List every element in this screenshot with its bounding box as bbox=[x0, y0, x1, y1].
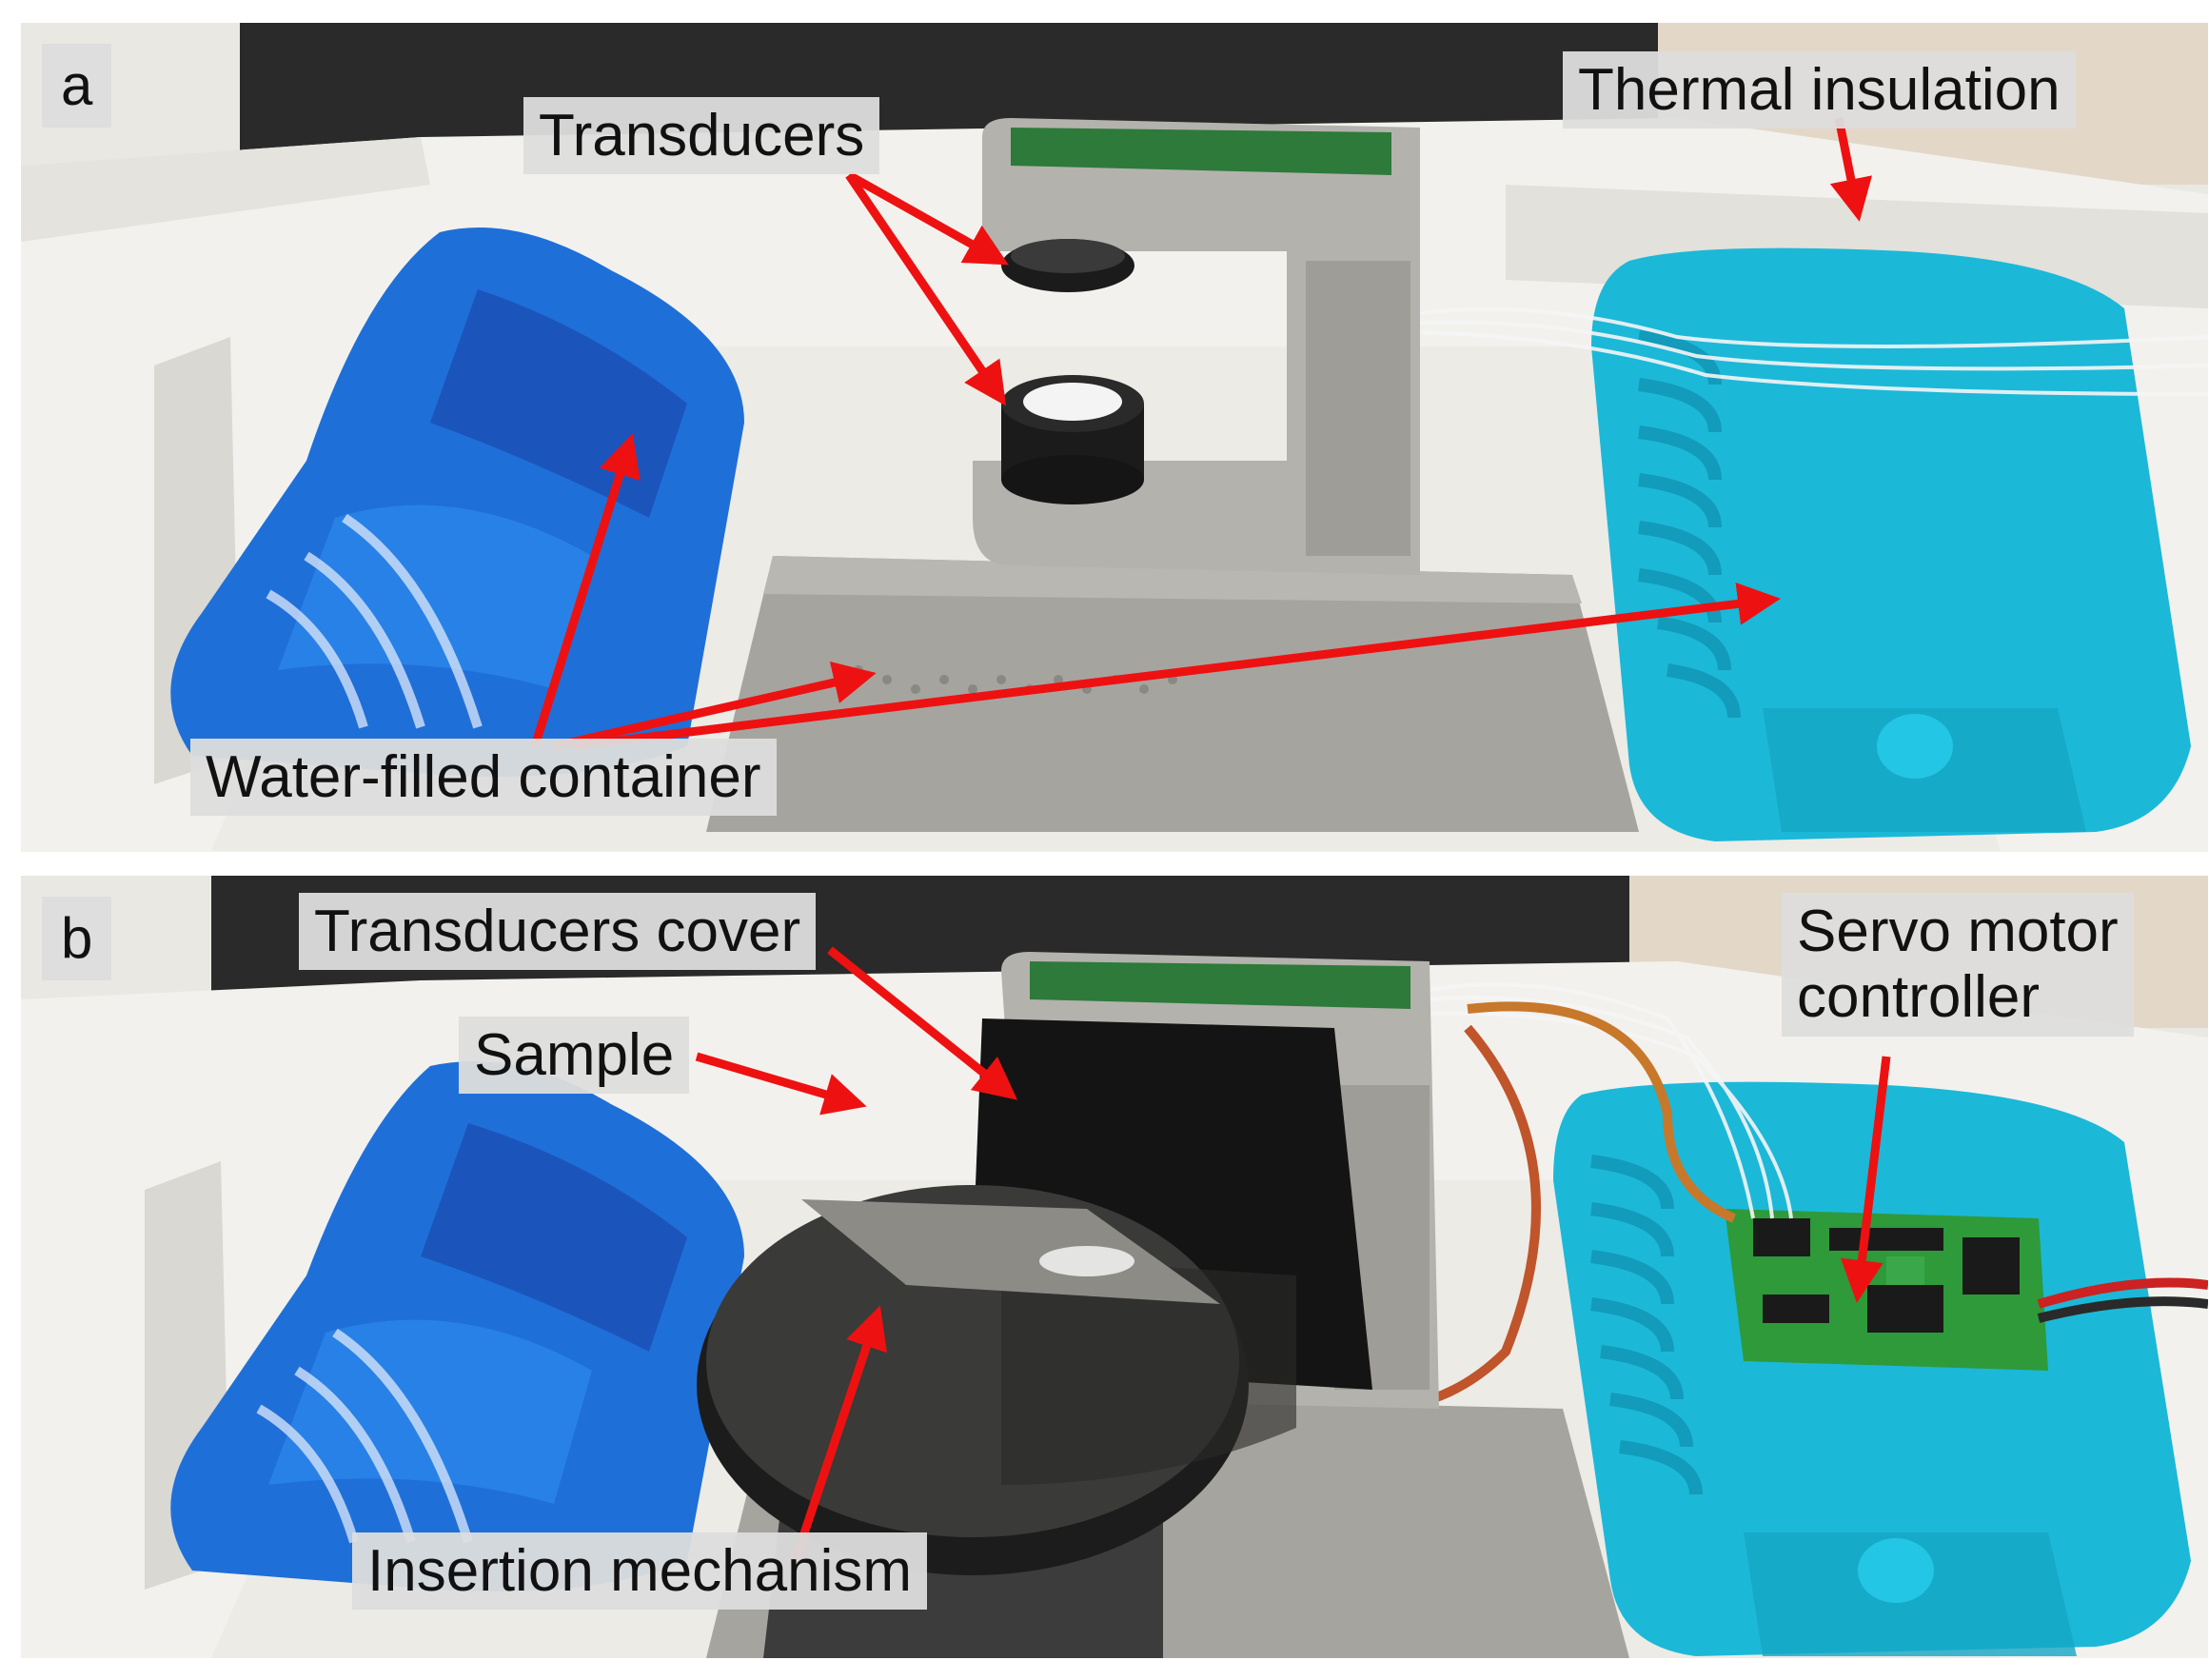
label-thermal-insulation: Thermal insulation bbox=[1563, 51, 2076, 129]
label-sample: Sample bbox=[459, 1017, 690, 1095]
panel-b: b Transducers cover Sample Servo motor c… bbox=[21, 876, 2208, 1658]
circuit-board bbox=[1030, 961, 1410, 1009]
sample-plate bbox=[801, 1199, 1220, 1304]
label-transducers-cover: Transducers cover bbox=[299, 893, 817, 971]
label-transducers: Transducers bbox=[523, 97, 880, 175]
label-servo-motor-controller: Servo motor controller bbox=[1782, 893, 2134, 1037]
label-water-filled-container: Water-filled container bbox=[190, 739, 777, 817]
panel-a: a Transducers Thermal insulation Water-f… bbox=[21, 23, 2208, 852]
circuit-board bbox=[1011, 128, 1391, 175]
label-insertion-mechanism: Insertion mechanism bbox=[352, 1532, 928, 1611]
panel-a-photo bbox=[21, 23, 2208, 852]
panel-letter-a: a bbox=[42, 44, 112, 128]
panel-letter-b: b bbox=[42, 897, 112, 980]
